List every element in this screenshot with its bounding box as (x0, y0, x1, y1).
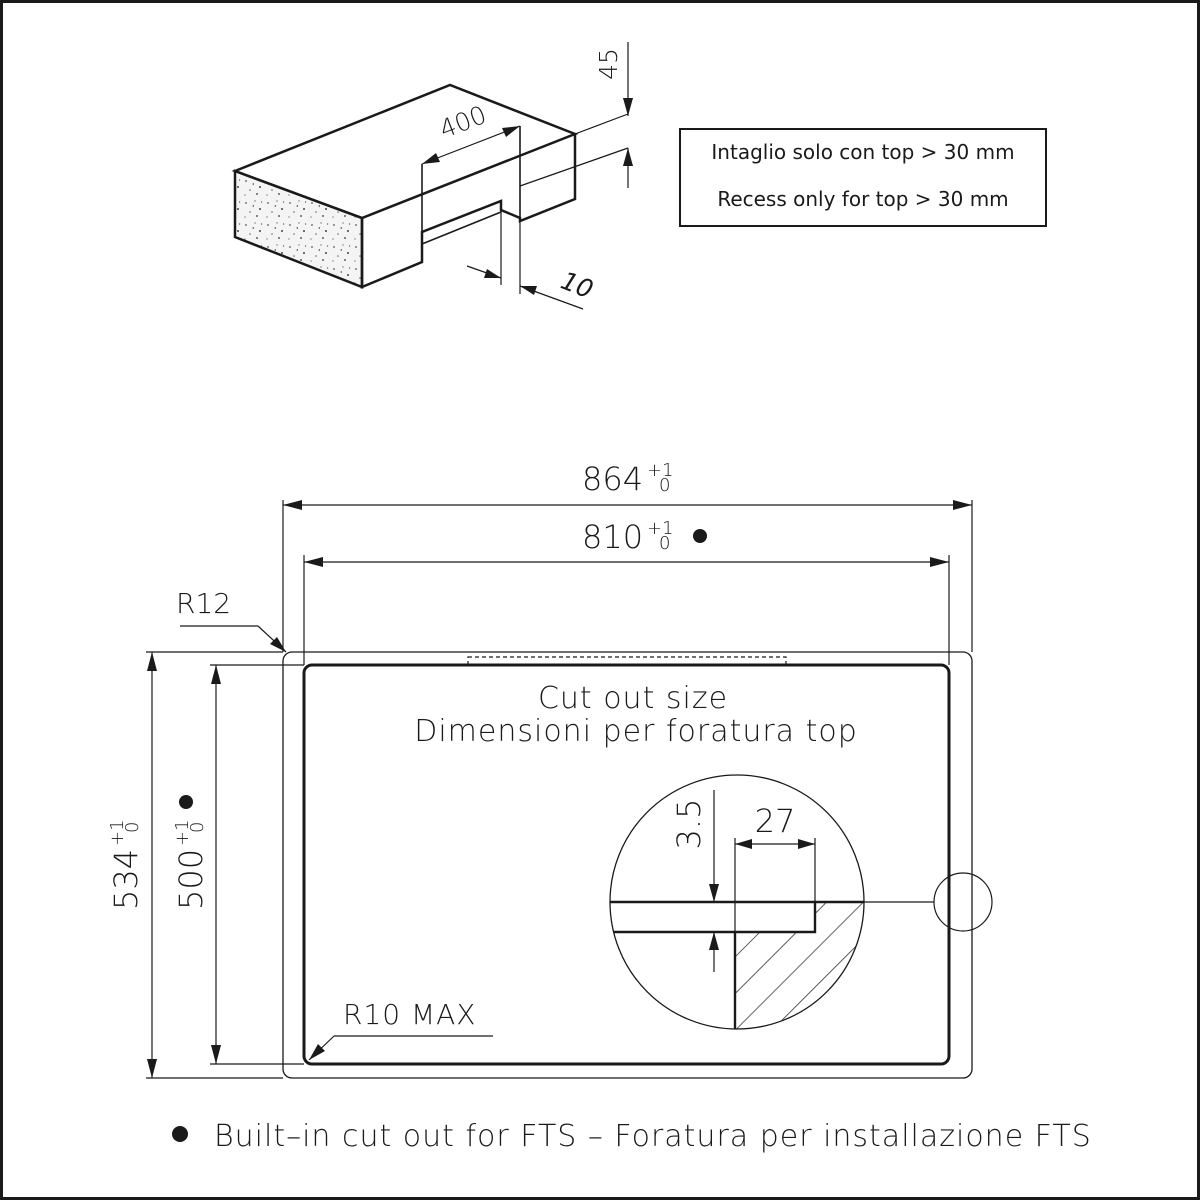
fts-marker-dot (179, 795, 193, 809)
recess-note-box: Intaglio solo con top > 30 mm Recess onl… (679, 128, 1047, 227)
detail-dim-depth: 3.5 (670, 799, 708, 850)
note-italian: Intaglio solo con top > 30 mm (711, 140, 1014, 164)
iso-dim-offset: 10 (557, 266, 597, 304)
dim-outer-height: 534 (107, 849, 145, 910)
dim-cut-height-tol-plus: +1 (172, 819, 193, 846)
detail-dim-width: 27 (755, 802, 796, 840)
dim-cut-height-tol-minus: 0 (187, 822, 208, 833)
dim-outer-width-tol-plus: +1 (647, 460, 674, 481)
outer-contour (282, 651, 973, 1079)
worktop-section-face (233, 169, 364, 289)
detail-enlargement: 27 3.5 (609, 774, 865, 1030)
iso-dim-depth: 45 (594, 48, 623, 80)
legend-text: Built–in cut out for FTS – Foratura per … (214, 1119, 1092, 1154)
dim-cut-width-tol-plus: +1 (647, 518, 674, 539)
legend-bullet-dot (172, 1126, 188, 1142)
iso-dim-width: 400 (435, 100, 490, 144)
cutout-plan-view: 864 +1 0 810 +1 0 R12 534 +1 0 (107, 460, 993, 1079)
detail-reference-circle (933, 872, 993, 932)
dim-outer-width: 864 (582, 460, 643, 498)
radius-inner-label: R10 MAX (343, 998, 476, 1031)
dim-cut-width: 810 (582, 518, 643, 556)
dim-outer-height-tol-minus: 0 (122, 822, 143, 833)
fts-marker-dot (693, 529, 707, 543)
recess-dashed (467, 656, 787, 666)
radius-outer-label: R12 (176, 587, 231, 620)
isometric-worktop-view: 400 45 10 (231, 42, 633, 310)
dim-cut-height: 500 (172, 849, 210, 910)
dim-outer-width-tol-minus: 0 (659, 475, 670, 496)
dim-outer-height-tol-plus: +1 (107, 819, 128, 846)
center-title-en: Cut out size (538, 681, 728, 716)
center-title-it: Dimensioni per foratura top (414, 714, 858, 749)
legend: Built–in cut out for FTS – Foratura per … (172, 1119, 1092, 1154)
dim-cut-width-tol-minus: 0 (659, 533, 670, 554)
note-english: Recess only for top > 30 mm (717, 187, 1008, 211)
